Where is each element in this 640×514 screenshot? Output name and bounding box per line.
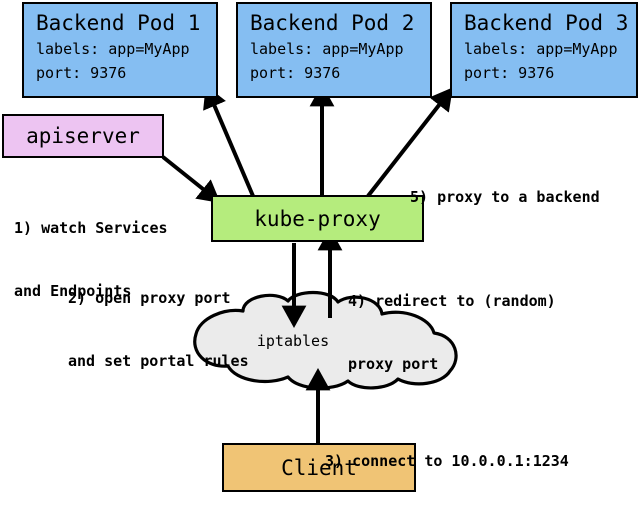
backend-pod-2-title: Backend Pod 2 bbox=[250, 11, 415, 35]
backend-pod-2-box[interactable]: Backend Pod 2 labels: app=MyApp port: 93… bbox=[236, 2, 432, 98]
step-2-line-2: and set portal rules bbox=[68, 352, 249, 370]
backend-pod-3-labels: labels: app=MyApp bbox=[464, 40, 618, 58]
kube-proxy-box[interactable]: kube-proxy bbox=[211, 195, 424, 242]
client-label: Client bbox=[281, 455, 357, 480]
step-1-label: 1) watch Services and Endpoints bbox=[14, 176, 168, 344]
client-box[interactable]: Client bbox=[222, 443, 416, 492]
step-5-line-1: 5) proxy to a backend bbox=[410, 188, 600, 206]
step-1-line-2: and Endpoints bbox=[14, 282, 132, 300]
backend-pod-2-labels: labels: app=MyApp bbox=[250, 40, 404, 58]
step-4-line-1: 4) redirect to (random) bbox=[348, 292, 556, 310]
step-1-line-1: 1) watch Services bbox=[14, 219, 168, 237]
backend-pod-3-port: port: 9376 bbox=[464, 64, 555, 82]
step-5-label: 5) proxy to a backend bbox=[410, 145, 600, 250]
step-2-line-1: 2) open proxy port bbox=[68, 289, 231, 307]
backend-pod-3-title: Backend Pod 3 bbox=[464, 11, 629, 35]
arrow-apiserver-to-kubeproxy bbox=[161, 155, 221, 203]
iptables-label: iptables bbox=[256, 332, 330, 350]
backend-pod-3-box[interactable]: Backend Pod 3 labels: app=MyApp port: 93… bbox=[450, 2, 638, 98]
kube-proxy-label: kube-proxy bbox=[254, 206, 381, 231]
step-3-label: 3) connect to 10.0.0.1:1234 bbox=[325, 409, 569, 514]
step-4-label: 4) redirect to (random) proxy port bbox=[348, 249, 556, 417]
step-3-line-1: 3) connect to 10.0.0.1:1234 bbox=[325, 452, 569, 470]
arrow-kubeproxy-to-pod1 bbox=[203, 85, 255, 197]
step-4-line-2: proxy port bbox=[348, 355, 439, 373]
backend-pod-2-port: port: 9376 bbox=[250, 64, 341, 82]
backend-pod-1-box[interactable]: Backend Pod 1 labels: app=MyApp port: 93… bbox=[22, 2, 218, 98]
apiserver-box[interactable]: apiserver bbox=[2, 114, 164, 158]
apiserver-label: apiserver bbox=[26, 124, 140, 148]
step-2-label: 2) open proxy port and set portal rules bbox=[68, 246, 249, 414]
backend-pod-1-labels: labels: app=MyApp bbox=[36, 40, 190, 58]
backend-pod-1-title: Backend Pod 1 bbox=[36, 11, 201, 35]
backend-pod-1-port: port: 9376 bbox=[36, 64, 127, 82]
diagram-canvas: Backend Pod 1 labels: app=MyApp port: 93… bbox=[2, 2, 638, 492]
